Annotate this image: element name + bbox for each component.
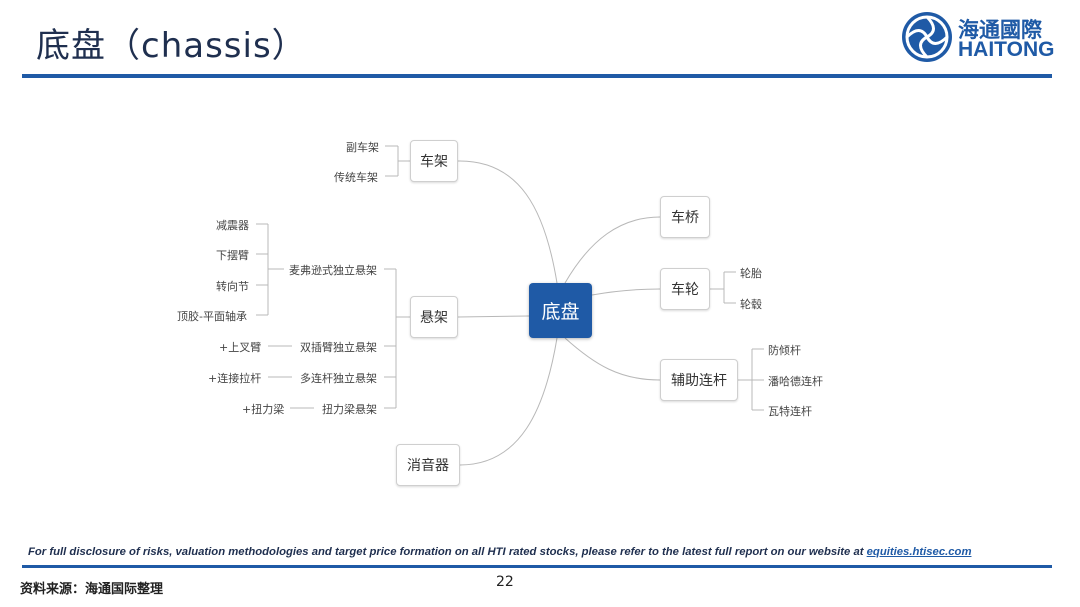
logo-text-chinese: 海通國際 [958,18,1042,42]
branch-muffler: 消音器 [396,444,460,486]
disclaimer-text: For full disclosure of risks, valuation … [28,546,971,558]
leaf-upper-wishbone-extra: +上叉臂 [219,341,262,354]
logo-text-english: HAITONG [958,38,1055,61]
leaf-macpherson-suspension: 麦弗逊式独立悬架 [289,264,377,277]
leaf-rim: 轮毂 [740,298,762,311]
leaf-lower-control-arm: 下摆臂 [216,249,249,262]
haitong-emblem-icon [902,12,952,62]
leaf-shock-absorber: 减震器 [216,219,249,232]
page-title: 底盘（chassis） [36,26,307,66]
leaf-link-rod-extra: +连接拉杆 [208,372,262,385]
leaf-anti-roll-bar: 防倾杆 [768,344,801,357]
haitong-logo: 海通國際 HAITONG [900,10,1060,66]
leaf-panhard-rod: 潘哈德连杆 [768,375,823,388]
leaf-watts-linkage: 瓦特连杆 [768,405,812,418]
branch-wheel: 车轮 [660,268,710,310]
leaf-multilink-suspension: 多连杆独立悬架 [300,372,377,385]
leaf-sub-frame: 副车架 [346,141,379,154]
branch-frame: 车架 [410,140,458,182]
branch-linkage: 辅助连杆 [660,359,738,401]
website-link[interactable]: equities.htisec.com [866,546,972,558]
disclaimer-body: For full disclosure of risks, valuation … [28,546,867,558]
leaf-top-mount-bearing: 顶胶-平面轴承 [177,310,247,323]
leaf-traditional-frame: 传统车架 [334,171,378,184]
leaf-steering-knuckle: 转向节 [216,280,249,293]
branch-axle: 车桥 [660,196,710,238]
branch-suspension: 悬架 [410,296,458,338]
leaf-tire: 轮胎 [740,267,762,280]
leaf-torsion-beam-suspension: 扭力梁悬架 [322,403,377,416]
header-divider [22,74,1052,78]
footer-divider [22,565,1052,568]
page-number: 22 [496,574,514,590]
leaf-double-wishbone-suspension: 双插臂独立悬架 [300,341,377,354]
leaf-torsion-beam-extra: +扭力梁 [242,403,285,416]
root-node-chassis: 底盘 [529,283,592,338]
source-note: 资料来源：海通国际整理 [20,582,164,597]
